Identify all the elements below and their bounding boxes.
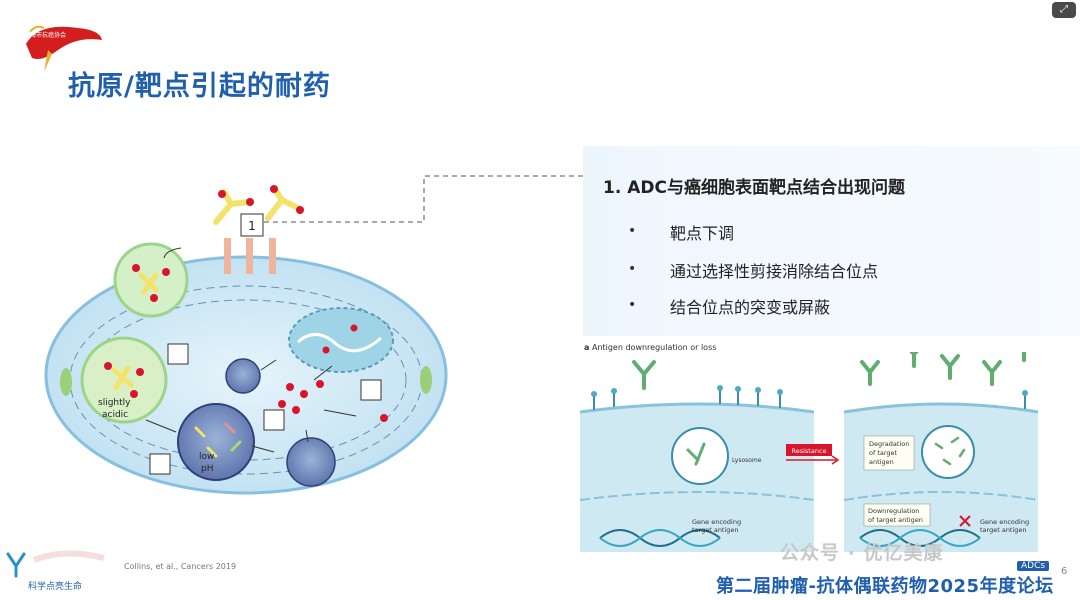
downregulation-line2: of target antigen <box>868 516 923 524</box>
bullet-text: 结合位点的突变或屏蔽 <box>670 298 831 317</box>
brand-name: 科学点亮生命 <box>28 582 83 592</box>
bullet-dot: • <box>628 261 637 277</box>
watermark: 公众号 · 优亿美康 <box>780 542 944 564</box>
box-label-1: 1 <box>248 219 256 233</box>
association-logo <box>26 25 102 72</box>
association-name: 上海市抗癌协会 <box>24 32 67 39</box>
bullet-item: • 通过选择性剪接消除结合位点 <box>628 258 968 281</box>
degradation-line2: of target <box>869 449 898 457</box>
panel-heading: 1. ADC与癌细胞表面靶点结合出现问题 <box>603 178 905 198</box>
connector-line <box>264 175 586 223</box>
expand-icon[interactable]: ⤢ <box>1052 2 1076 18</box>
brand-logo <box>6 550 105 578</box>
bullet-text: 靶点下调 <box>670 224 735 243</box>
summary-panel <box>583 146 1080 336</box>
bullet-item: • 结合位点的突变或屏蔽 <box>628 294 968 317</box>
bullet-item: • 靶点下调 <box>628 220 968 243</box>
acidic-label: acidic <box>102 410 128 420</box>
resistance-label: Resistance <box>791 447 826 455</box>
page-number: 6 <box>1061 566 1068 577</box>
figure-letter: a <box>584 343 590 352</box>
adc-cell-diagram: 1 slightly acidic low pH <box>44 185 448 495</box>
low-label: low <box>199 452 214 462</box>
slide-title: 抗原/靶点引起的耐药 <box>68 71 331 102</box>
gene-left-line1: Gene encoding <box>692 518 741 526</box>
slightly-label: slightly <box>98 398 131 408</box>
degradation-line1: Degradation <box>869 440 909 448</box>
gene-left-line2: target antigen <box>692 526 739 534</box>
bullet-dot: • <box>628 223 637 239</box>
antigen-downregulation-figure: Lysosome Gene encoding target antigen Re… <box>580 352 1039 552</box>
bullet-dot: • <box>628 297 637 313</box>
ai-tag: ADCs <box>1017 561 1050 571</box>
lysosome-label: Lysosome <box>732 457 762 464</box>
figure-panel-title: Antigen downregulation or loss <box>591 343 717 352</box>
downregulation-line1: Downregulation <box>868 507 919 515</box>
degradation-line3: antigen <box>869 458 894 466</box>
figure-panel-label: a Antigen downregulation or loss <box>584 343 716 352</box>
bullet-text: 通过选择性剪接消除结合位点 <box>670 262 879 281</box>
gene-right-line2: target antigen <box>980 526 1027 534</box>
citation: Collins, et al., Cancers 2019 <box>124 562 237 571</box>
gene-right-line1: Gene encoding <box>980 518 1029 526</box>
event-title: 第二届肿瘤-抗体偶联药物2025年度论坛 <box>716 576 1054 597</box>
ph-label: pH <box>201 464 213 474</box>
